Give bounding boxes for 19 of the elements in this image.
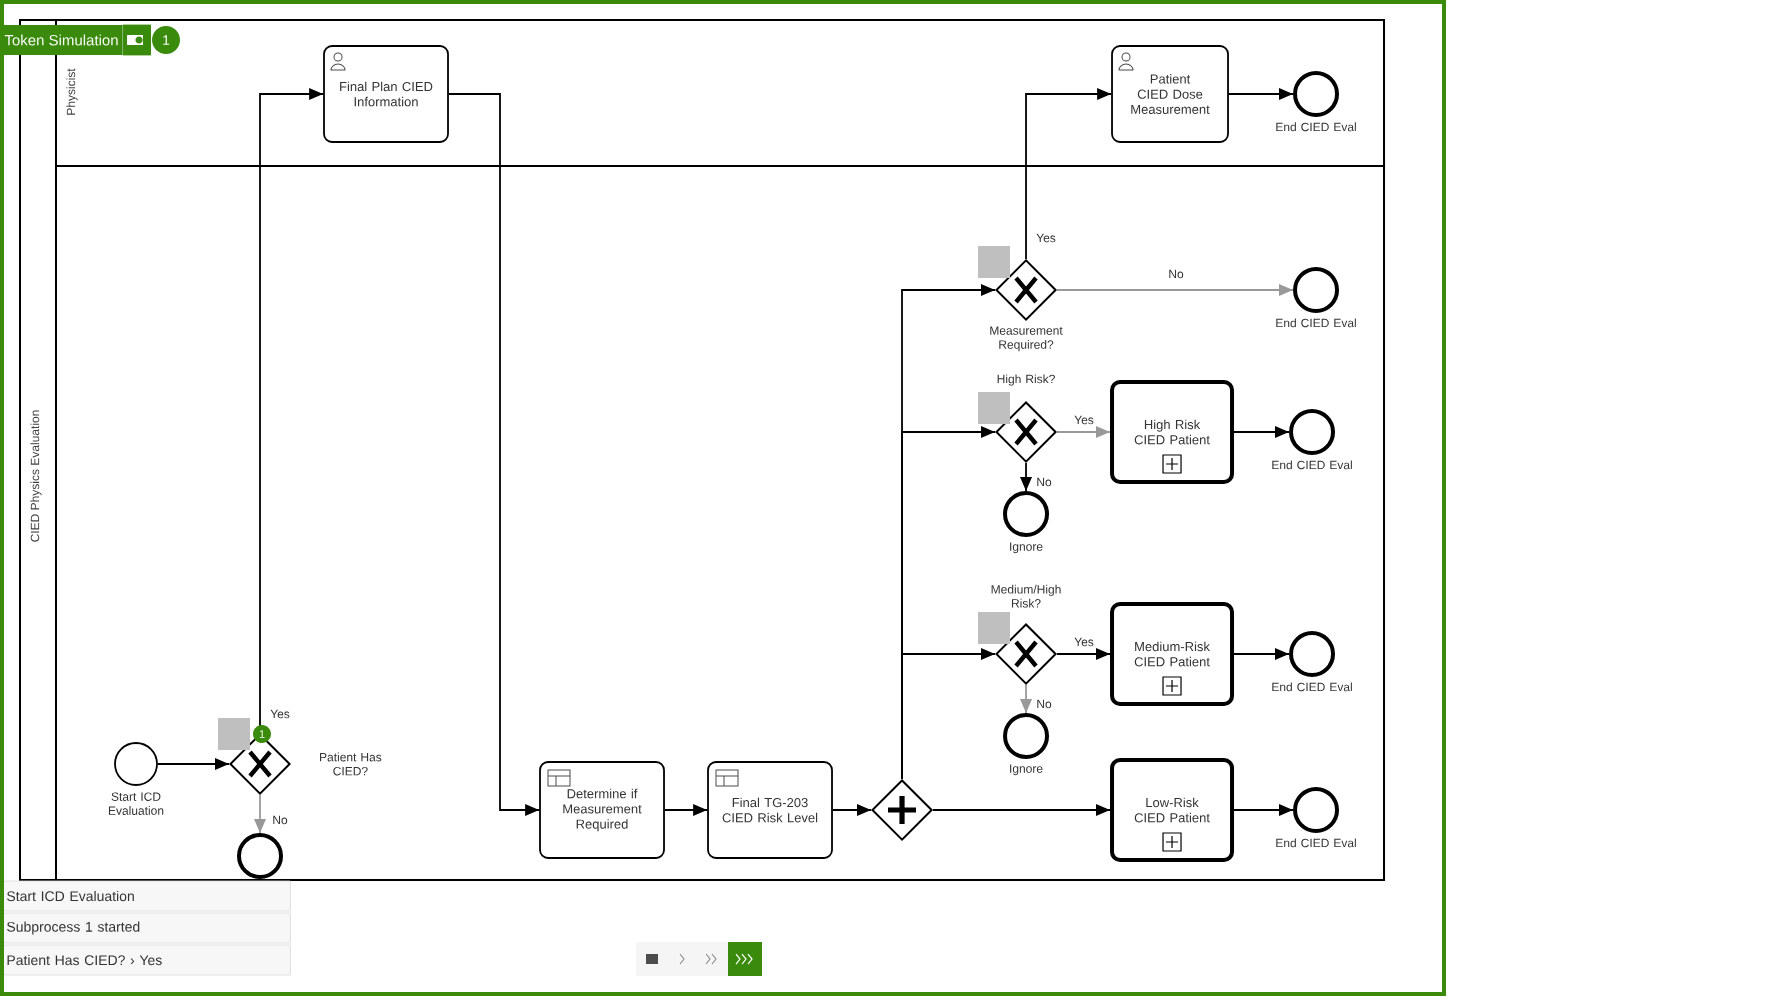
- sequence-flow-arrow: [1233, 426, 1290, 438]
- sequence-flow-arrow: [901, 648, 996, 780]
- sequence-flow-arrow: [1020, 462, 1032, 492]
- sequence-flow-arrow: [157, 758, 230, 770]
- sequence-flow-arrow: [1233, 648, 1290, 660]
- sequence-flow-arrow: [254, 794, 266, 834]
- swimlane: [55, 165, 1385, 881]
- sequence-flow-arrow: [664, 804, 708, 816]
- sequence-flow-arrow: [1233, 804, 1294, 816]
- sequence-flow-arrow: [832, 804, 872, 816]
- sequence-flow-arrow: [448, 93, 540, 816]
- sequence-flow-arrow: [1228, 88, 1294, 100]
- sequence-flow-arrow: [932, 804, 1111, 816]
- sequence-flow-arrow: [1056, 426, 1111, 438]
- sequence-flow-arrow: [1025, 88, 1112, 260]
- sequence-flow-arrow: [1056, 284, 1294, 296]
- gateway-diamond: [871, 779, 933, 841]
- sequence-flow-arrow: [1056, 648, 1111, 660]
- sequence-flow-arrow: [1020, 684, 1032, 714]
